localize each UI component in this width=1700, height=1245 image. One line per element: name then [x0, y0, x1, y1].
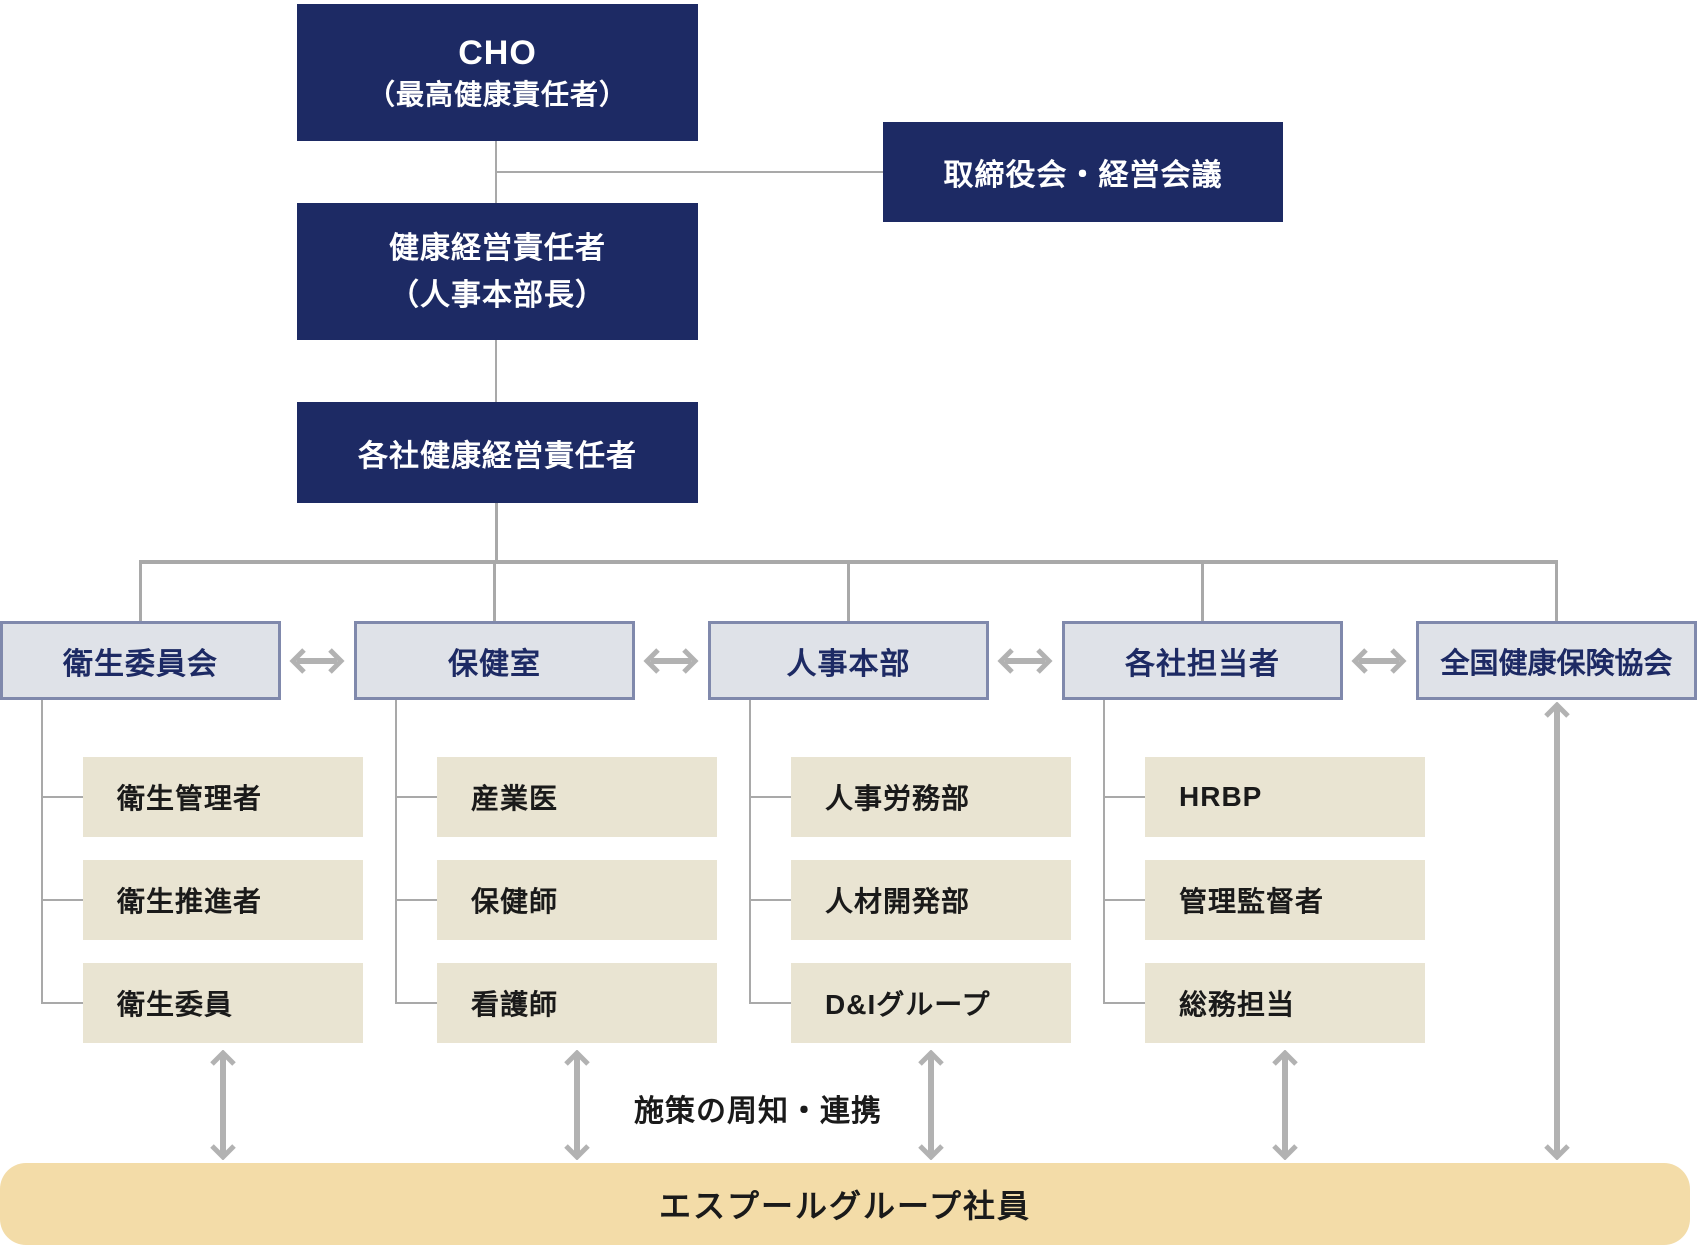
connector-line: [41, 899, 83, 901]
cho-subtitle: （最高健康責任者）: [366, 78, 628, 110]
connector-line: [1201, 560, 1204, 621]
connector-line: [495, 503, 498, 562]
child-label: HRBP: [1179, 781, 1263, 812]
child-label: 衛生管理者: [117, 783, 263, 814]
double-arrow-vertical-icon: [208, 1049, 238, 1165]
connector-line: [749, 796, 791, 798]
connector-line: [749, 700, 751, 1003]
company-health-manager-box: 各社健康経営責任者: [297, 402, 698, 503]
connector-line: [395, 899, 437, 901]
connector-line: [1103, 796, 1145, 798]
national-health-insurance-box: 全国健康保険協会: [1416, 621, 1697, 700]
child-box: 人事労務部: [791, 757, 1071, 837]
double-arrow-horizontal-icon: [643, 646, 699, 681]
connector-line: [495, 340, 497, 402]
child-label: 人材開発部: [825, 886, 971, 917]
connector-line: [495, 141, 497, 203]
board-meeting-box: 取締役会・経営会議: [883, 122, 1283, 222]
child-label: 総務担当: [1179, 989, 1296, 1020]
child-box: HRBP: [1145, 757, 1425, 837]
health-room-box: 保健室: [354, 621, 635, 700]
child-box: 衛生委員: [83, 963, 363, 1043]
group-employees-bar: エスプールグループ社員: [0, 1163, 1690, 1245]
connector-line: [395, 796, 437, 798]
double-arrow-horizontal-icon: [1351, 646, 1407, 681]
cho-title: CHO: [458, 33, 537, 72]
connector-line: [41, 796, 83, 798]
company-staff-label: 各社担当者: [1125, 647, 1280, 681]
connector-line: [493, 560, 496, 621]
child-label: 産業医: [471, 783, 559, 814]
connector-line: [395, 1002, 437, 1004]
child-box: 衛生推進者: [83, 860, 363, 940]
child-box: 人材開発部: [791, 860, 1071, 940]
connector-line: [1103, 700, 1105, 1003]
hr-division-box: 人事本部: [708, 621, 989, 700]
connector-line: [749, 899, 791, 901]
double-arrow-vertical-icon: [916, 1049, 946, 1165]
child-box: 管理監督者: [1145, 860, 1425, 940]
child-label: 衛生推進者: [117, 886, 263, 917]
child-box: D&Iグループ: [791, 963, 1071, 1043]
group-employees-label: エスプールグループ社員: [658, 1188, 1032, 1224]
connector-line: [1555, 560, 1558, 621]
child-box: 衛生管理者: [83, 757, 363, 837]
company-health-manager-label: 各社健康経営責任者: [358, 439, 637, 473]
child-label: 保健師: [471, 886, 559, 917]
child-label: D&Iグループ: [825, 989, 991, 1020]
child-label: 人事労務部: [825, 783, 971, 814]
connector-line: [41, 700, 43, 1003]
child-box: 産業医: [437, 757, 717, 837]
child-label: 管理監督者: [1179, 886, 1325, 917]
double-arrow-horizontal-icon: [289, 646, 345, 681]
hygiene-committee-label: 衛生委員会: [63, 647, 218, 681]
health-room-label: 保健室: [448, 647, 541, 681]
national-health-insurance-label: 全国健康保険協会: [1440, 647, 1673, 680]
board-meeting-label: 取締役会・経営会議: [943, 159, 1223, 192]
connector-line: [41, 1002, 83, 1004]
policy-note-label: 施策の周知・連携: [634, 1095, 882, 1128]
child-label: 看護師: [471, 989, 559, 1020]
connector-line: [139, 560, 142, 621]
connector-line: [395, 700, 397, 1003]
company-staff-box: 各社担当者: [1062, 621, 1343, 700]
connector-line: [847, 560, 850, 621]
cho-box: CHO （最高健康責任者）: [297, 4, 698, 141]
connector-line: [1103, 1002, 1145, 1004]
connector-line: [1103, 899, 1145, 901]
child-box: 保健師: [437, 860, 717, 940]
double-arrow-horizontal-icon: [997, 646, 1053, 681]
child-label: 衛生委員: [117, 989, 234, 1020]
double-arrow-vertical-icon: [1542, 701, 1572, 1165]
health-manager-line1: 健康経営責任者: [389, 231, 606, 265]
double-arrow-vertical-icon: [1270, 1049, 1300, 1165]
health-manager-line2: （人事本部長）: [389, 278, 606, 312]
child-box: 総務担当: [1145, 963, 1425, 1043]
hr-division-label: 人事本部: [786, 647, 911, 681]
hygiene-committee-box: 衛生委員会: [0, 621, 281, 700]
connector-line: [497, 171, 883, 173]
double-arrow-vertical-icon: [562, 1049, 592, 1165]
child-box: 看護師: [437, 963, 717, 1043]
connector-line: [749, 1002, 791, 1004]
health-manager-box: 健康経営責任者 （人事本部長）: [297, 203, 698, 340]
